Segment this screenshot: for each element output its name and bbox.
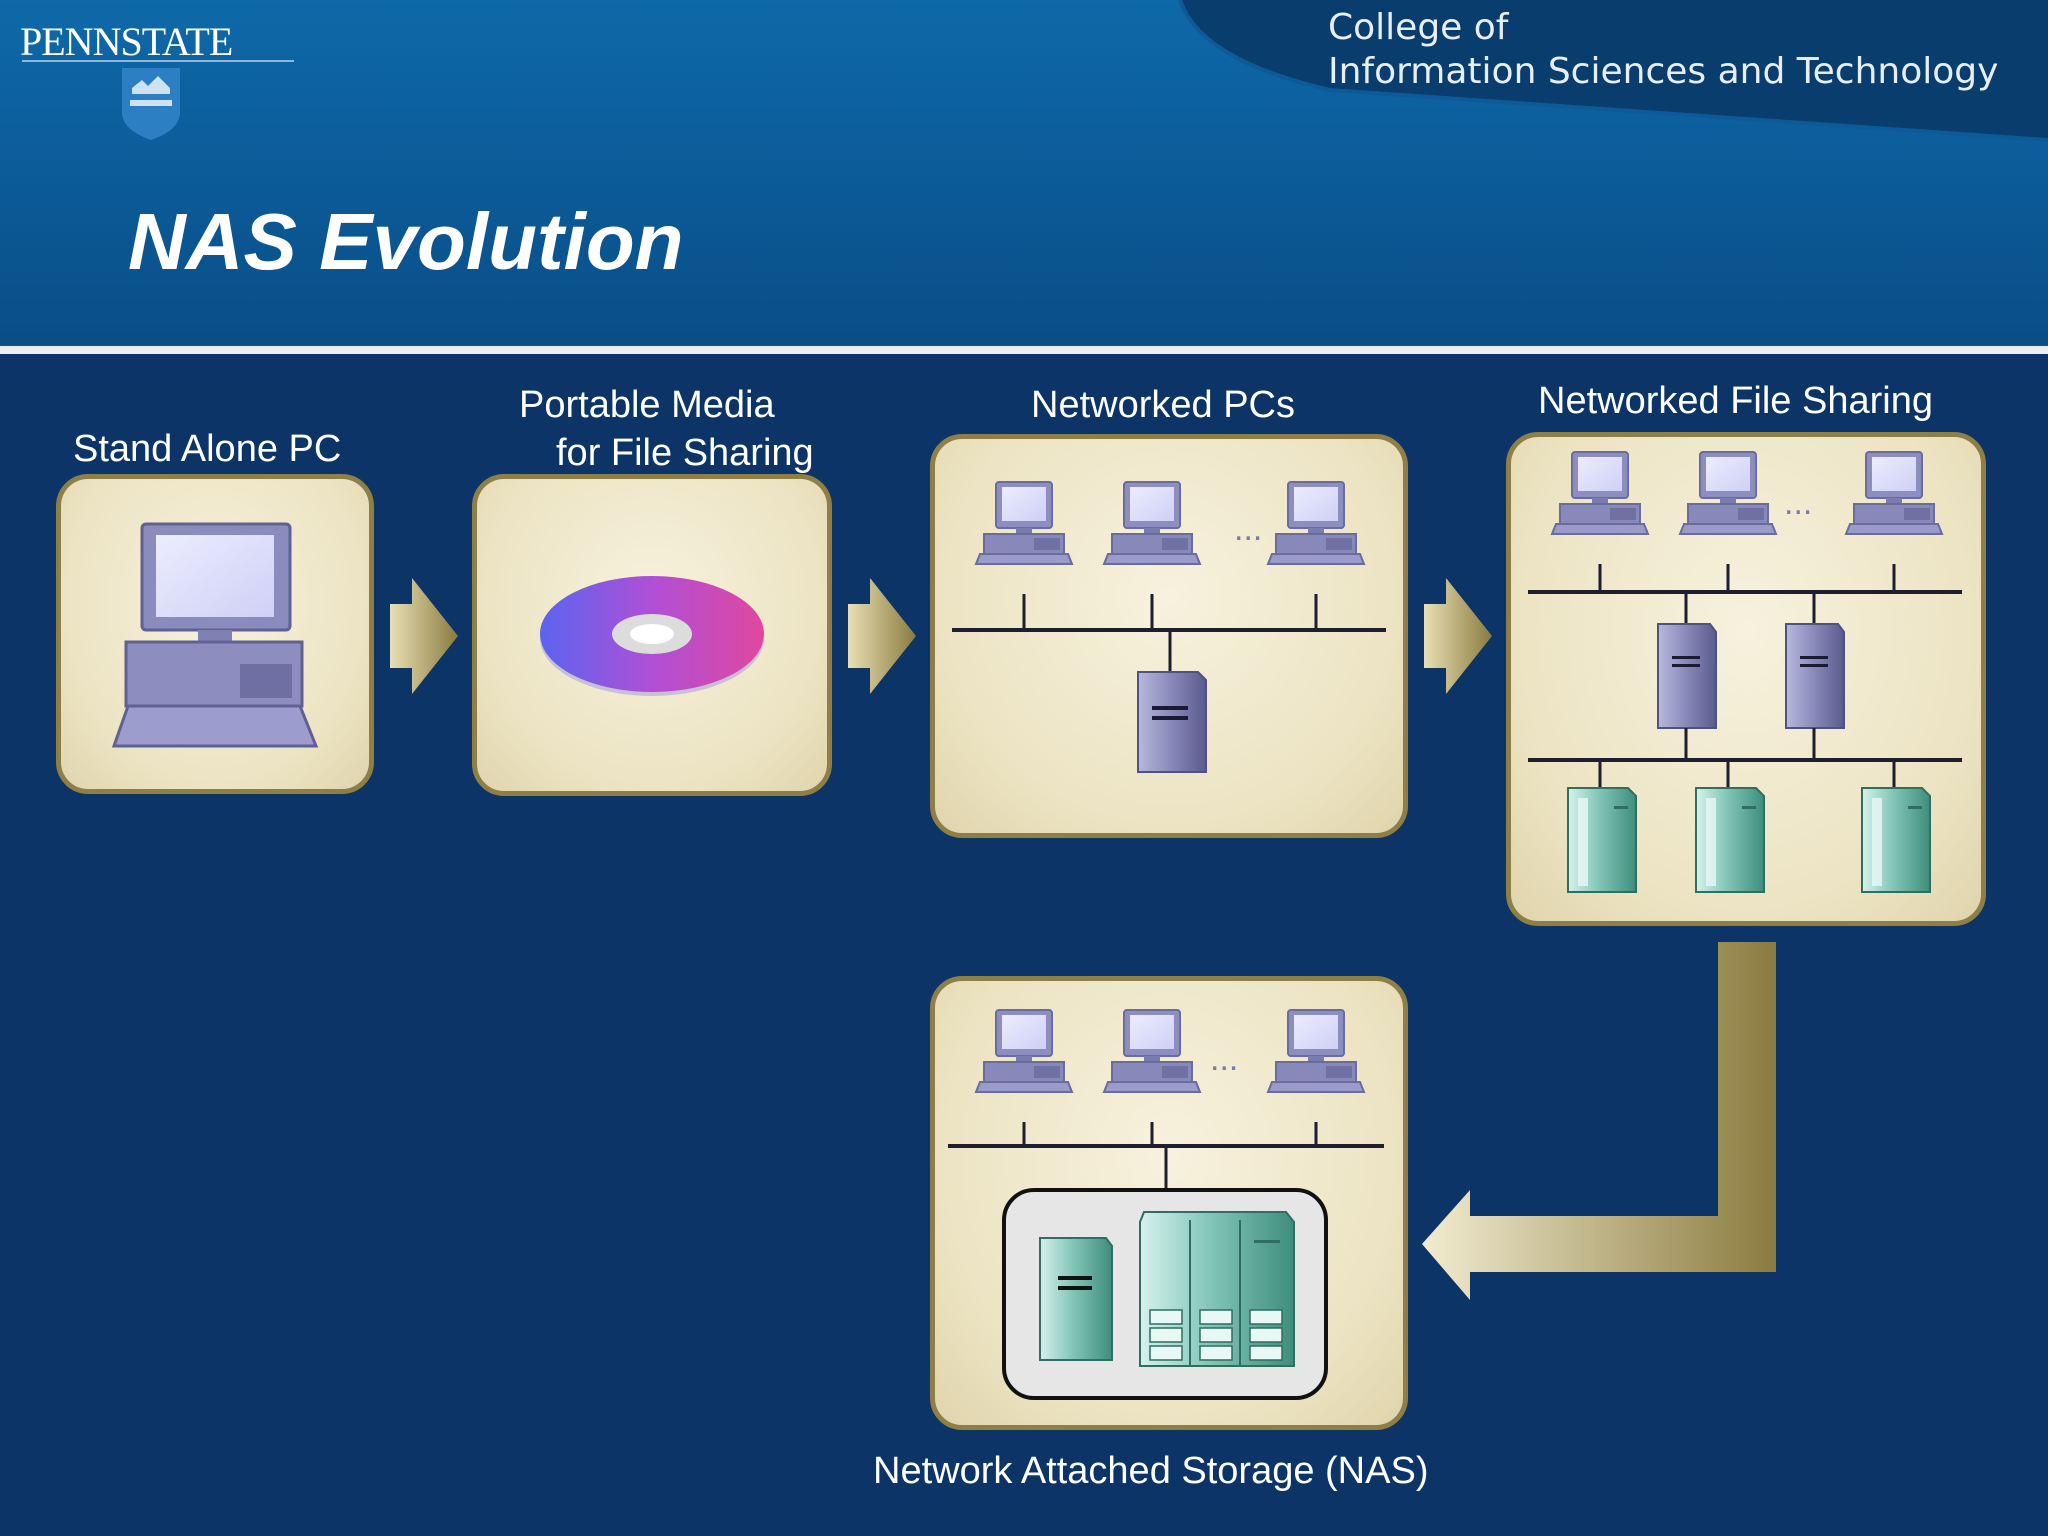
label-stand-alone-pc: Stand Alone PC <box>73 428 342 470</box>
pc-icon <box>1103 1009 1201 1093</box>
pc-icon <box>975 1009 1073 1093</box>
arrow-right-icon <box>1424 578 1492 694</box>
ellipsis-nas: ... <box>1210 1040 1238 1078</box>
server-icon <box>1785 623 1845 729</box>
label-networked-file-sharing: Networked File Sharing <box>1538 380 1933 422</box>
pennstate-logo: PENNSTATE <box>20 19 233 64</box>
pc-icon <box>1267 481 1365 565</box>
pc-icon <box>1267 1009 1365 1093</box>
college-name: College of Information Sciences and Tech… <box>1328 6 1998 94</box>
arrow-elbow-icon <box>1422 942 1776 1300</box>
file-sharing-diagram <box>1528 451 1962 893</box>
standalone-pc-icon <box>111 522 319 748</box>
ellipsis-networked-pcs: ... <box>1234 510 1262 548</box>
pc-icon <box>975 481 1073 565</box>
nas-server-icon <box>1039 1237 1113 1361</box>
shield-icon <box>122 68 180 140</box>
pc-icon <box>1845 451 1943 535</box>
slide-header: PENNSTATE College of Information Science… <box>0 0 2048 352</box>
pc-icon <box>1679 451 1777 535</box>
label-portable-media: Portable Media <box>519 384 775 426</box>
logo-underline <box>22 60 294 62</box>
label-portable-media-line2: for File Sharing <box>556 432 814 474</box>
storage-icon <box>1567 787 1637 893</box>
storage-icon <box>1861 787 1931 893</box>
slide-title: NAS Evolution <box>128 197 684 286</box>
college-line-2: Information Sciences and Technology <box>1328 51 1999 92</box>
college-line-1: College of <box>1328 7 1509 48</box>
label-networked-pcs: Networked PCs <box>1031 384 1295 426</box>
storage-icon <box>1695 787 1765 893</box>
networked-pcs-diagram <box>952 481 1386 773</box>
pc-icon <box>1551 451 1649 535</box>
server-icon <box>1137 671 1207 773</box>
nas-disk-array-icon <box>1139 1211 1295 1367</box>
arrow-right-icon <box>390 578 458 694</box>
nas-diagram <box>948 1009 1384 1400</box>
label-nas: Network Attached Storage (NAS) <box>873 1450 1429 1492</box>
pc-icon <box>1103 481 1201 565</box>
server-icon <box>1657 623 1717 729</box>
header-swoosh <box>1178 0 2048 142</box>
header-divider <box>0 346 2048 354</box>
arrow-right-icon <box>848 578 916 694</box>
disc-icon <box>540 576 764 696</box>
ellipsis-file-sharing: ... <box>1784 484 1812 522</box>
